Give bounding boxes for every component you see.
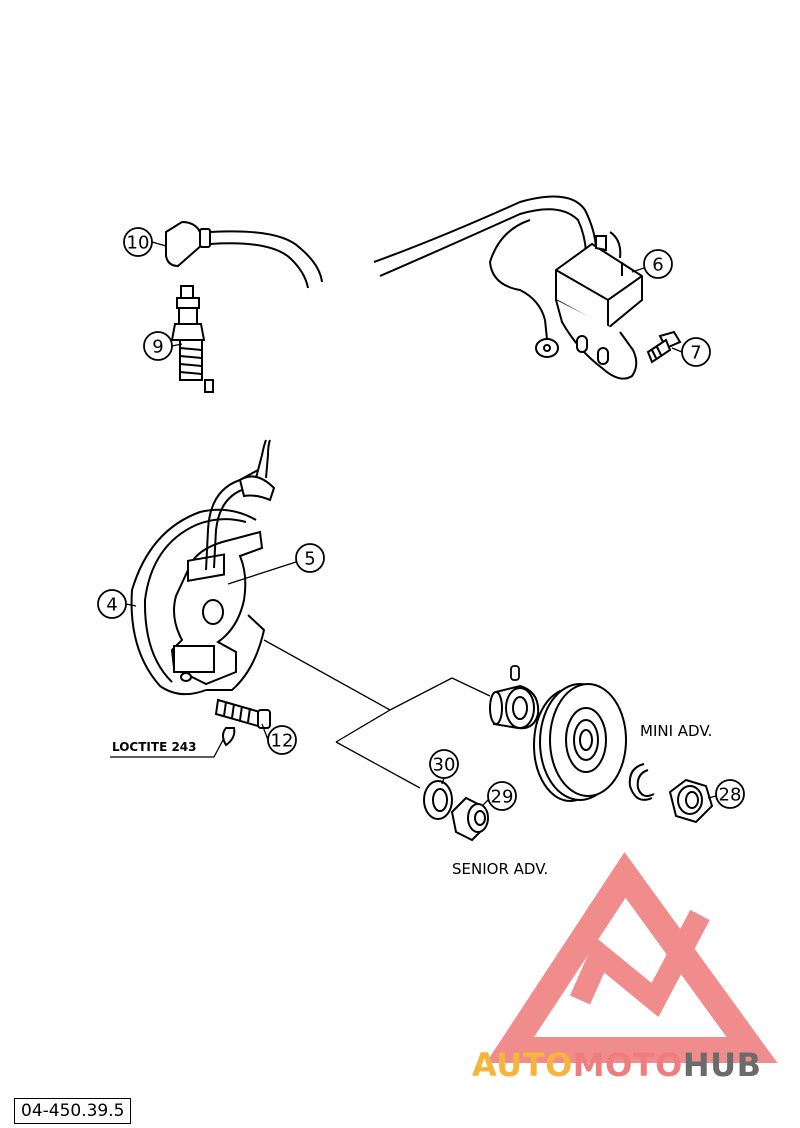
wordmark-auto: AUTO bbox=[472, 1046, 573, 1084]
nut-mini bbox=[668, 778, 714, 824]
svg-text:5: 5 bbox=[304, 549, 315, 570]
rotor-sleeve bbox=[489, 684, 540, 730]
callout-28: 28 bbox=[715, 779, 745, 809]
callout-6: 6 bbox=[643, 249, 673, 279]
svg-text:6: 6 bbox=[652, 255, 663, 276]
callout-10: 10 bbox=[123, 227, 153, 257]
svg-text:29: 29 bbox=[491, 787, 514, 808]
washer bbox=[423, 780, 453, 820]
automotohub-wordmark: AUTOMOTOHUB bbox=[472, 1046, 762, 1084]
wordmark-moto: MOTO bbox=[573, 1046, 683, 1084]
stator bbox=[170, 439, 276, 686]
callout-7: 7 bbox=[681, 337, 711, 367]
loctite-note: LOCTITE 243 bbox=[112, 740, 197, 754]
wordmark-hub: HUB bbox=[683, 1046, 762, 1084]
ignition-coil bbox=[488, 219, 643, 380]
mini-adv-label: MINI ADV. bbox=[640, 722, 712, 740]
callout-4: 4 bbox=[97, 589, 127, 619]
callout-9: 9 bbox=[143, 331, 173, 361]
callout-29: 29 bbox=[487, 781, 517, 811]
svg-text:7: 7 bbox=[690, 343, 701, 364]
reference-number: 04-450.39.5 bbox=[14, 1098, 132, 1124]
svg-text:9: 9 bbox=[152, 337, 163, 358]
callout-12: 12 bbox=[267, 725, 297, 755]
circlip bbox=[628, 763, 655, 801]
ht-lead bbox=[373, 195, 597, 277]
spark-plug-connector bbox=[165, 220, 323, 289]
assembly-guide-lines bbox=[263, 639, 491, 789]
woodruff-key bbox=[510, 665, 520, 681]
rotor bbox=[533, 683, 627, 802]
callout-30: 30 bbox=[429, 749, 459, 779]
spark-plug bbox=[170, 285, 214, 393]
senior-adv-label: SENIOR ADV. bbox=[452, 860, 548, 878]
coil-bolt bbox=[646, 330, 682, 364]
svg-text:10: 10 bbox=[127, 233, 150, 254]
leader-lines bbox=[110, 241, 717, 807]
nut-senior bbox=[450, 796, 489, 842]
svg-text:28: 28 bbox=[719, 785, 742, 806]
svg-text:12: 12 bbox=[271, 731, 294, 752]
stator-screw bbox=[214, 698, 271, 747]
svg-text:4: 4 bbox=[106, 595, 117, 616]
svg-text:AUTOMOTOHUB: AUTOMOTOHUB bbox=[472, 1046, 762, 1084]
automotohub-logo bbox=[485, 852, 778, 1063]
callout-5: 5 bbox=[295, 543, 325, 573]
svg-text:30: 30 bbox=[433, 755, 456, 776]
